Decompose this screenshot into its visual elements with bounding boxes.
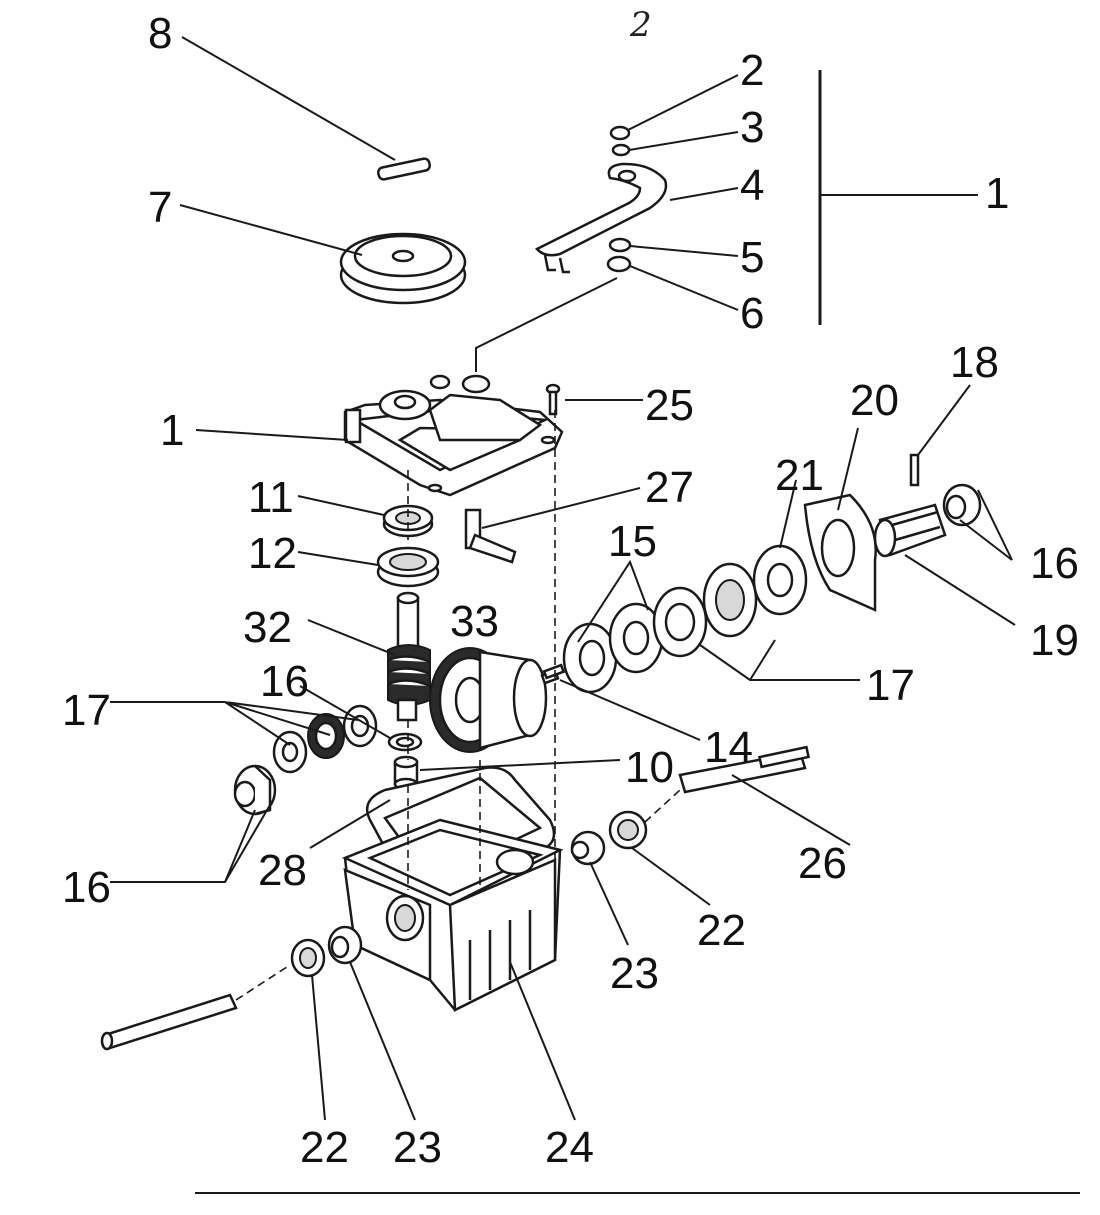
part-33-gear: [429, 647, 560, 753]
label-21: 21: [775, 451, 824, 500]
label-7: 7: [148, 183, 172, 232]
label-14: 14: [704, 723, 753, 772]
part-19-splined-sleeve: [873, 503, 947, 558]
part-26-axle: [678, 745, 810, 794]
label-23-left: 23: [393, 1123, 442, 1172]
part-20-gasket-plate: [803, 493, 877, 612]
label-10: 10: [625, 743, 674, 792]
label-27: 27: [645, 463, 694, 512]
label-6: 6: [740, 289, 764, 338]
label-20: 20: [850, 376, 899, 425]
label-8: 8: [148, 9, 172, 58]
part-15-clutch-plates: [562, 602, 664, 694]
part-shaft-left: [100, 993, 238, 1051]
label-18: 18: [950, 338, 999, 387]
part-2-nut: [609, 125, 631, 141]
label-1-assembly: 1: [985, 169, 1009, 218]
page-number: 2: [629, 5, 652, 45]
label-32: 32: [243, 603, 292, 652]
label-16-left-bottom: 16: [62, 863, 111, 912]
part-32-worm-shaft: [387, 591, 431, 722]
label-33: 33: [450, 597, 499, 646]
part-23-seal-right: [570, 830, 606, 866]
label-22-right: 22: [697, 906, 746, 955]
part-8-pin: [377, 157, 431, 181]
part-22-bearing-right: [608, 810, 648, 850]
label-11: 11: [248, 473, 294, 522]
part-1-top-cover: [343, 374, 564, 497]
part-7-pulley: [339, 232, 467, 305]
label-15: 15: [608, 517, 657, 566]
part-14-pin: [542, 663, 566, 680]
label-12: 12: [248, 529, 297, 578]
part-16-left-seal: [233, 764, 277, 816]
part-22-bearing-left: [290, 938, 326, 978]
label-3: 3: [740, 103, 764, 152]
label-1-cover: 1: [160, 406, 184, 455]
label-19: 19: [1030, 616, 1079, 665]
label-2: 2: [740, 46, 764, 95]
part-5-washer: [608, 237, 632, 253]
part-6-bushing: [606, 255, 632, 273]
label-22-left: 22: [300, 1123, 349, 1172]
label-16-right: 16: [1030, 539, 1079, 588]
part-21-washer: [752, 544, 808, 616]
part-16-right-seal: [942, 483, 982, 527]
label-4: 4: [740, 161, 764, 210]
part-12-bearing: [376, 546, 440, 588]
label-5: 5: [740, 233, 764, 282]
label-23-right: 23: [610, 949, 659, 998]
part-23-seal-left: [327, 925, 363, 965]
part-4-lever: [534, 162, 668, 274]
part-18-pin: [909, 453, 920, 487]
part-16-washer-center: [387, 732, 423, 752]
label-24: 24: [545, 1123, 594, 1172]
part-3-washer: [611, 143, 631, 157]
label-26: 26: [798, 839, 847, 888]
part-27-shift-fork: [464, 508, 517, 564]
part-25-bolt: [545, 383, 561, 416]
label-28: 28: [258, 846, 307, 895]
label-17-right: 17: [866, 661, 915, 710]
label-16-left-top: 16: [260, 657, 309, 706]
part-17-right-stack: [652, 562, 758, 658]
label-25: 25: [645, 381, 694, 430]
label-17-left: 17: [62, 686, 111, 735]
part-24-housing: [341, 818, 564, 1012]
